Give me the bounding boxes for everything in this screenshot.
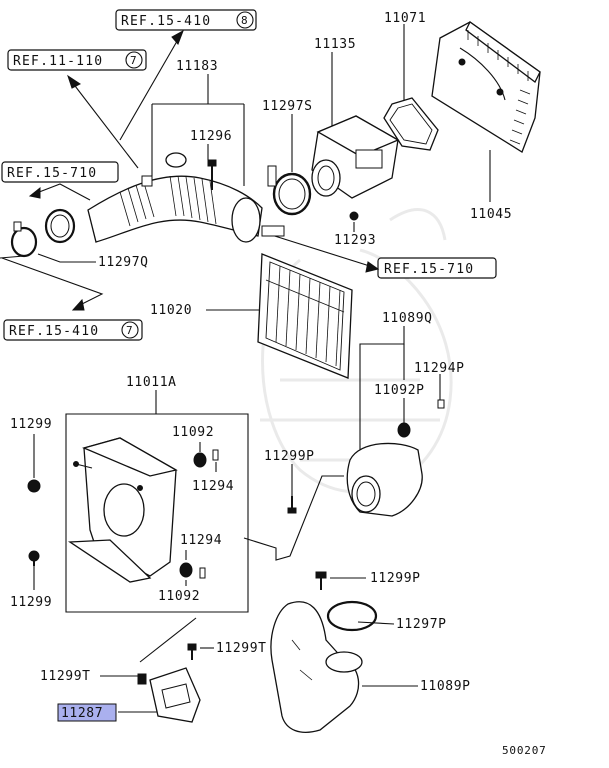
label-11089p[interactable]: 11089P xyxy=(420,679,471,694)
hose-clamp-q[interactable] xyxy=(10,208,76,258)
label-11294-mid[interactable]: 11294 xyxy=(180,533,222,548)
mounting-bracket[interactable] xyxy=(137,667,201,723)
label-11297p[interactable]: 11297P xyxy=(396,617,447,632)
label-11092-top[interactable]: 11092 xyxy=(172,425,214,440)
label-11297s[interactable]: 11297S xyxy=(262,99,313,114)
label-11071[interactable]: 11071 xyxy=(384,11,426,26)
svg-text:REF.15-410: REF.15-410 xyxy=(121,14,211,29)
pin-11294-top[interactable] xyxy=(212,449,219,461)
label-11092p[interactable]: 11092P xyxy=(374,383,425,398)
label-11299t-right[interactable]: 11299T xyxy=(216,641,267,656)
svg-text:REF.15-410: REF.15-410 xyxy=(9,324,99,339)
svg-text:REF.15-710: REF.15-710 xyxy=(384,262,474,277)
svg-text:7: 7 xyxy=(126,324,133,337)
label-11299p-right[interactable]: 11299P xyxy=(370,571,421,586)
svg-text:8: 8 xyxy=(241,14,248,27)
label-11294-top[interactable]: 11294 xyxy=(192,479,234,494)
svg-text:REF.11-110: REF.11-110 xyxy=(13,54,103,69)
label-11299p-left[interactable]: 11299P xyxy=(264,449,315,464)
label-11287[interactable]: 11287 xyxy=(61,706,103,721)
label-11294p[interactable]: 11294P xyxy=(414,361,465,376)
bolt-11299-bot[interactable] xyxy=(28,550,40,566)
label-11183[interactable]: 11183 xyxy=(176,59,218,74)
label-11299-top[interactable]: 11299 xyxy=(10,417,52,432)
label-11299t-left[interactable]: 11299T xyxy=(40,669,91,684)
grommet-11092p[interactable] xyxy=(397,422,411,438)
bolt-11296[interactable] xyxy=(207,159,217,190)
bolt-11299p-left[interactable] xyxy=(287,496,297,514)
label-11045[interactable]: 11045 xyxy=(470,207,512,222)
intake-hose[interactable] xyxy=(87,152,285,243)
air-cleaner-cover[interactable] xyxy=(431,21,541,153)
ref-15-410-7-callout[interactable]: REF.15-410 7 xyxy=(3,319,143,341)
label-11092-bot[interactable]: 11092 xyxy=(158,589,200,604)
grommet[interactable] xyxy=(349,211,359,221)
bolt-11299t-right[interactable] xyxy=(187,643,197,660)
highlight-11287 xyxy=(57,703,117,722)
gasket[interactable] xyxy=(383,97,439,151)
air-flow-sensor[interactable] xyxy=(311,115,400,199)
pin-11294p[interactable] xyxy=(437,399,445,409)
hose-clamp-p[interactable] xyxy=(326,600,378,632)
ref-arrows xyxy=(1,29,380,311)
label-11135[interactable]: 11135 xyxy=(314,37,356,52)
grommet-11092-bot[interactable] xyxy=(179,562,193,578)
svg-text:7: 7 xyxy=(130,54,137,67)
intake-duct[interactable] xyxy=(270,601,363,733)
ref-15-710-callout-right[interactable]: REF.15-710 xyxy=(377,257,497,279)
bolt-11299p-right[interactable] xyxy=(315,571,327,590)
ref-15-410-8-callout[interactable]: REF.15-410 8 xyxy=(115,9,257,31)
grommet-11092-top[interactable] xyxy=(193,452,207,468)
label-11089q[interactable]: 11089Q xyxy=(382,311,433,326)
label-11297q[interactable]: 11297Q xyxy=(98,255,149,270)
air-cleaner-case-box[interactable] xyxy=(65,413,249,613)
svg-text:REF.15-710: REF.15-710 xyxy=(7,166,97,181)
label-11293[interactable]: 11293 xyxy=(334,233,376,248)
pin-11294-mid[interactable] xyxy=(199,567,206,579)
hose-clamp-s[interactable] xyxy=(267,165,312,216)
label-11020[interactable]: 11020 xyxy=(150,303,192,318)
ref-11-110-7-callout[interactable]: REF.11-110 7 xyxy=(7,49,147,71)
air-filter-element[interactable] xyxy=(257,253,353,379)
ref-15-710-callout-left[interactable]: REF.15-710 xyxy=(1,161,119,183)
label-11011a[interactable]: 11011A xyxy=(126,375,177,390)
label-11296[interactable]: 11296 xyxy=(190,129,232,144)
resonator-duct[interactable] xyxy=(346,442,423,517)
diagram-code: 500207 xyxy=(502,744,547,757)
nut-11299-top[interactable] xyxy=(27,479,41,493)
label-11299-bot[interactable]: 11299 xyxy=(10,595,52,610)
